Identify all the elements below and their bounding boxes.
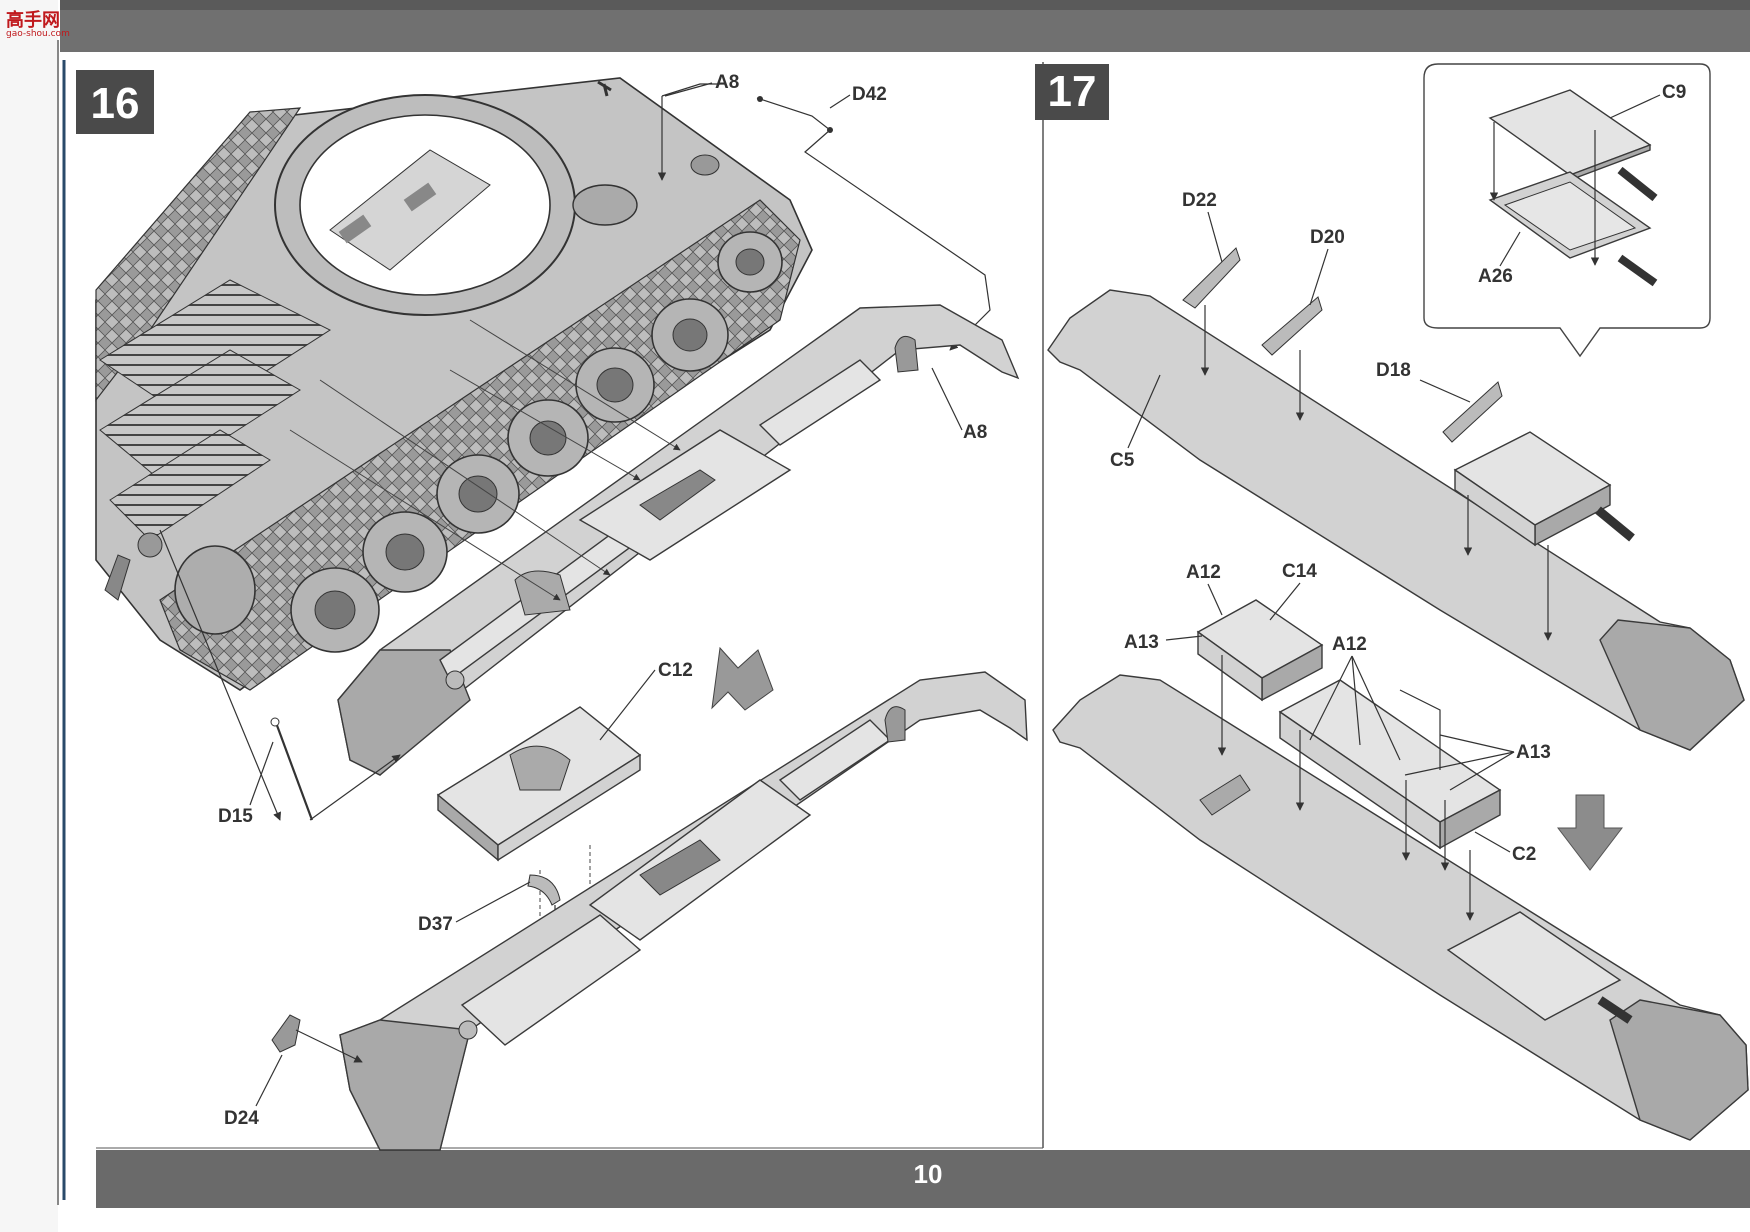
step-16-badge [76,70,154,134]
label-c5: C5 [1110,450,1135,471]
step-16-panel: 16 [76,70,1028,1151]
box-assembled [1453,431,1635,547]
label-a8-top: A8 [715,72,739,93]
tank-hull [95,77,813,691]
c12-part [436,706,642,862]
label-c2: C2 [1512,844,1536,865]
d37-part [527,874,561,906]
label-c14: C14 [1282,561,1317,582]
label-d24: D24 [224,1108,259,1129]
direction-arrow-icon [711,646,774,711]
d18-part [1442,381,1503,443]
label-d15: D15 [218,806,253,827]
step-16-number: 16 [91,79,140,128]
step-17-panel: 17 C9 A26 [1035,63,1749,1141]
watermark-logo: 高手网 gao-shou.com [6,9,70,39]
c14-part [1196,599,1324,702]
label-a13-right: A13 [1516,742,1551,763]
d42-part [756,97,831,131]
step-17-badge [1035,64,1109,120]
label-a13-left: A13 [1124,632,1159,653]
c5-fender-upper [1047,289,1745,751]
page-number: 10 [914,1159,943,1189]
page-edge [0,0,58,1232]
svg-text:高手网: 高手网 [6,9,60,31]
footer-bar [96,1150,1750,1208]
label-d22: D22 [1182,190,1217,211]
fender-lower-17 [1052,674,1749,1141]
label-d42: D42 [852,84,887,105]
fender-lower [339,671,1028,1151]
label-c12: C12 [658,660,693,681]
c9-part [1488,89,1658,202]
label-d20: D20 [1310,227,1345,248]
label-a12-left: A12 [1186,562,1221,583]
label-a12-right: A12 [1332,634,1367,655]
d15-part [273,719,314,821]
step-17-number: 17 [1048,67,1097,116]
label-a26: A26 [1478,266,1513,287]
label-d37: D37 [418,914,453,935]
label-d18: D18 [1376,360,1411,381]
d20-part [1261,296,1323,356]
label-a8-right: A8 [963,422,987,443]
d22-part [1182,247,1241,309]
down-arrow-icon [1556,794,1624,871]
d24-part [271,1014,301,1053]
c2-part [1278,679,1502,850]
a26-part [1488,171,1658,287]
svg-text:gao-shou.com: gao-shou.com [6,29,70,39]
fender-upper [337,304,1020,776]
label-c9: C9 [1662,82,1686,103]
